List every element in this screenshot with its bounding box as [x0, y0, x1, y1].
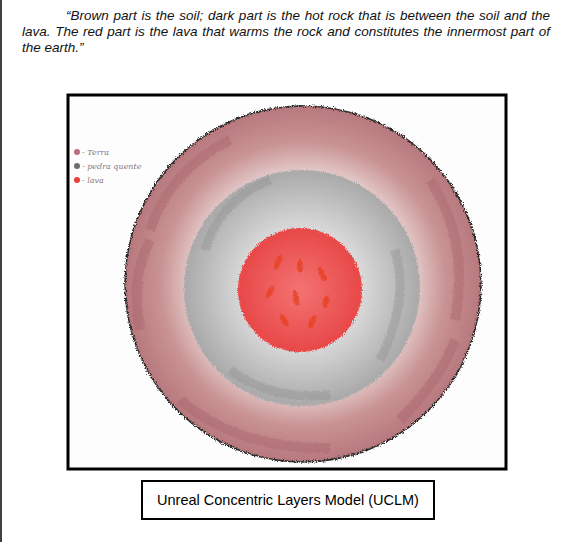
earth-drawing — [125, 106, 481, 462]
legend-row: - lava — [74, 174, 141, 186]
legend-row: - pedra quente — [74, 160, 141, 172]
legend-text: - pedra quente — [82, 162, 141, 171]
figure-frame — [68, 95, 506, 469]
page-rule — [0, 0, 2, 542]
legend: - Terra - pedra quente - lava — [74, 146, 141, 188]
lava-layer — [238, 228, 362, 352]
soil-layer — [125, 106, 481, 462]
legend-swatch — [74, 149, 80, 155]
hot-rock-layer — [184, 170, 420, 406]
legend-row: - Terra — [74, 146, 141, 158]
legend-swatch — [74, 163, 80, 169]
legend-text: - Terra — [82, 148, 109, 157]
caption-box: Unreal Concentric Layers Model (UCLM) — [141, 480, 435, 520]
legend-text: - lava — [82, 176, 104, 185]
caption-text: Unreal Concentric Layers Model (UCLM) — [151, 492, 425, 508]
quote-text: “Brown part is the soil; dark part is th… — [22, 8, 550, 56]
lava-spots — [264, 253, 331, 329]
legend-swatch — [74, 177, 80, 183]
